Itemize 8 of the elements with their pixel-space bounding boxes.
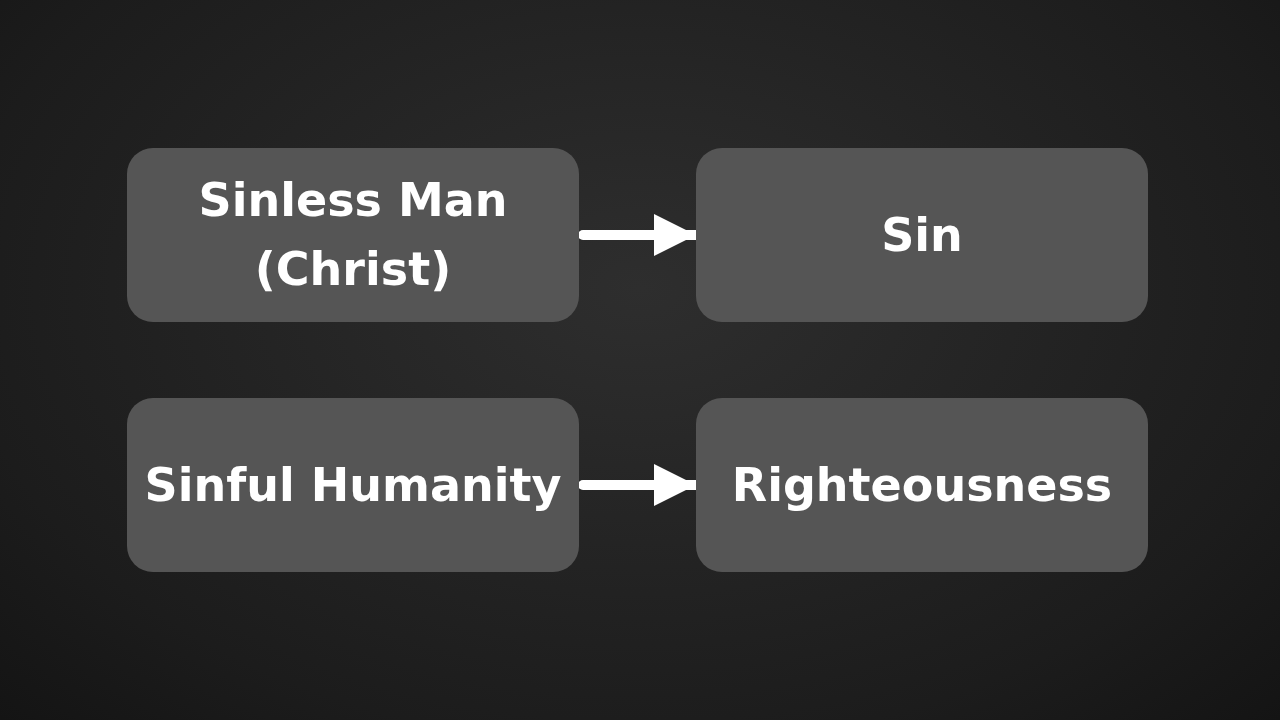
rounded-box bbox=[127, 398, 579, 572]
rounded-box bbox=[696, 148, 1148, 322]
rounded-box bbox=[127, 148, 579, 322]
box-label: Sinful Humanity bbox=[143, 456, 563, 514]
box-label: Sinless Man (Christ) bbox=[197, 172, 509, 298]
box-label: Righteousness bbox=[730, 456, 1114, 514]
box-label: Sin bbox=[880, 206, 964, 264]
rounded-box bbox=[696, 398, 1148, 572]
